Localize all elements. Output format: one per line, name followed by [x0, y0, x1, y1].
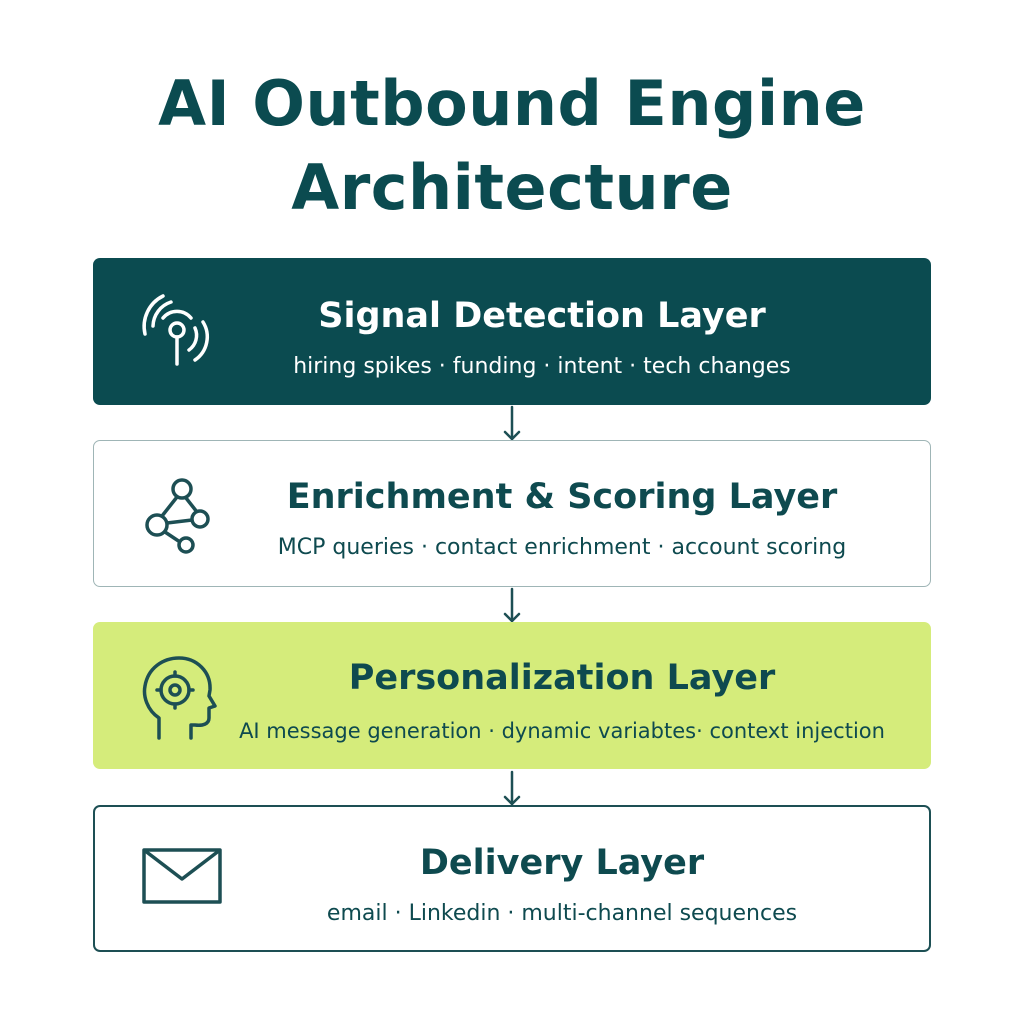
layer-description: MCP queries · contact enrichment · accou…: [277, 535, 847, 560]
layer-name: Personalization Layer: [348, 658, 776, 698]
enrichment-scoring-layer-box: Enrichment & Scoring Layer MCP queries ·…: [93, 440, 931, 587]
title-line-1: AI Outbound Engine: [158, 67, 866, 140]
diagram-title: AI Outbound Engine Architecture: [0, 62, 1024, 230]
layer-name: Signal Detection Layer: [318, 296, 766, 336]
personalization-layer-box: Personalization Layer AI message generat…: [93, 622, 931, 769]
layer-description: hiring spikes · funding · intent · tech …: [293, 354, 791, 379]
down-arrow-icon: [503, 770, 521, 806]
layer-description: AI message generation · dynamic variabte…: [239, 719, 885, 743]
layer-description: email · Linkedin · multi-channel sequenc…: [326, 901, 798, 926]
network-nodes-icon: [145, 478, 210, 554]
layer-name: Enrichment & Scoring Layer: [286, 477, 838, 517]
down-arrow-icon: [503, 405, 521, 441]
envelope-icon: [142, 848, 222, 904]
signal-broadcast-icon: [142, 294, 209, 366]
title-line-2: Architecture: [291, 151, 733, 224]
delivery-layer-box: Delivery Layer email · Linkedin · multi-…: [93, 805, 931, 952]
head-brain-icon: [142, 656, 217, 740]
layer-name: Delivery Layer: [419, 843, 705, 883]
down-arrow-icon: [503, 587, 521, 623]
signal-detection-layer-box: Signal Detection Layer hiring spikes · f…: [93, 258, 931, 405]
